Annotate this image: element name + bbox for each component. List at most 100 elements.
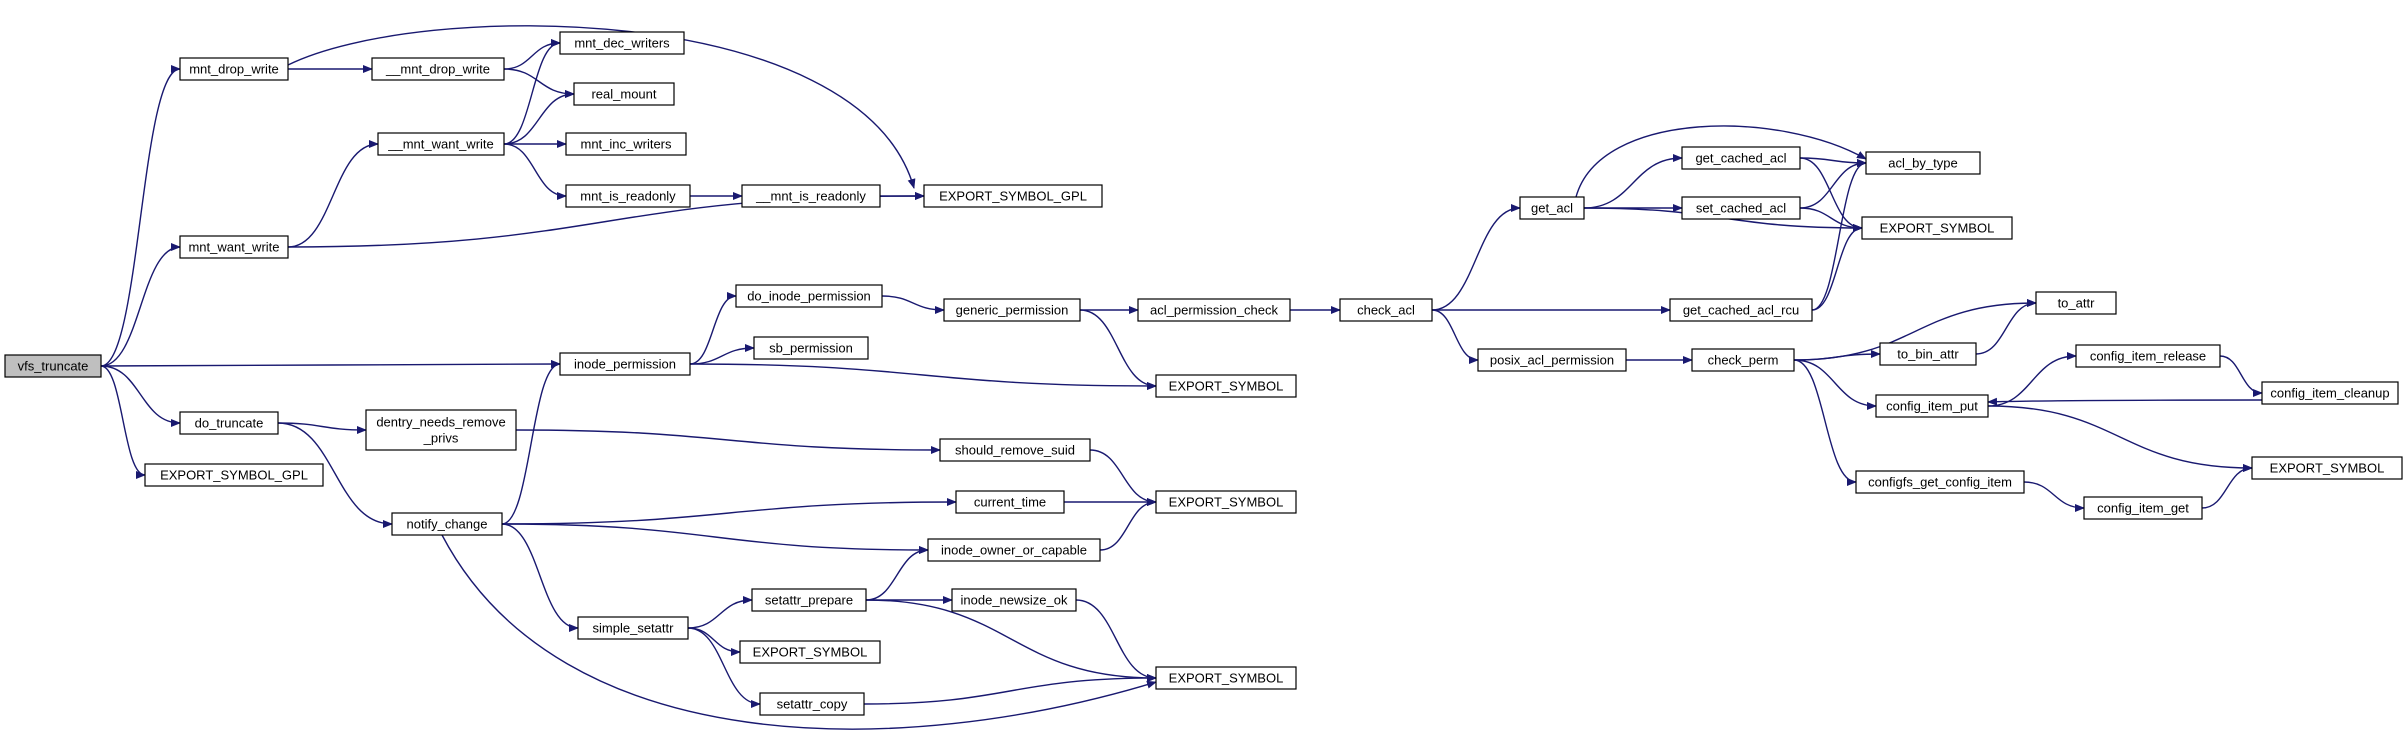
node-generic-permission[interactable]: generic_permission: [943, 298, 1081, 322]
node-inode-permission-box: [559, 352, 691, 376]
node-get-cached-acl-rcu[interactable]: get_cached_acl_rcu: [1669, 298, 1813, 322]
edge-vfs-truncate-to-do-truncate: [100, 365, 181, 427]
node-export-symbol-bottom[interactable]: EXPORT_SYMBOL: [1155, 666, 1297, 690]
node-inode-newsize-ok-label: inode_newsize_ok: [961, 593, 1068, 608]
node-should-remove-suid-label: should_remove_suid: [955, 443, 1075, 458]
edge-__mnt-want-write-to-real-mount: [503, 90, 575, 145]
node-inode-permission[interactable]: inode_permission: [559, 352, 691, 376]
node-set-cached-acl[interactable]: set_cached_acl: [1681, 196, 1801, 220]
node-posix-acl-permission-label: posix_acl_permission: [1490, 353, 1614, 368]
edge-get-cached-acl-rcu-to-acl-by-type: [1811, 159, 1867, 311]
node-mnt-dec-writers[interactable]: mnt_dec_writers: [559, 31, 685, 55]
edge-do-truncate-to-notify-change: [277, 422, 393, 528]
node-mnt-inc-writers-box: [565, 132, 687, 156]
node-vfs-truncate[interactable]: vfs_truncate: [4, 354, 102, 378]
node-mnt-is-readonly[interactable]: mnt_is_readonly: [565, 184, 691, 208]
node-export-symbol-mid1-label: EXPORT_SYMBOL: [1169, 379, 1284, 394]
node-export-symbol-mid1[interactable]: EXPORT_SYMBOL: [1155, 374, 1297, 398]
node-dentry-needs-remove-privs-box: [365, 409, 517, 451]
node-acl-permission-check-label: acl_permission_check: [1150, 303, 1278, 318]
node-config-item-release[interactable]: config_item_release: [2075, 344, 2221, 368]
node-config-item-put[interactable]: config_item_put: [1875, 394, 1989, 418]
edge-get-acl-to-acl-by-type: [1575, 125, 1867, 198]
edge-simple-setattr-to-setattr-prepare: [687, 596, 753, 629]
node-to-bin-attr[interactable]: to_bin_attr: [1879, 342, 1977, 366]
edge-notify-change-to-inode-owner-or-capable: [501, 523, 929, 554]
node-dentry-needs-remove-privs[interactable]: dentry_needs_remove_privs: [365, 409, 517, 451]
node-config-item-cleanup-box: [2261, 381, 2399, 405]
node-acl-permission-check-box: [1137, 298, 1291, 322]
edge-do-inode-permission-to-generic-permission: [881, 295, 945, 314]
node-export-symbol-config[interactable]: EXPORT_SYMBOL: [2251, 456, 2403, 480]
node-__mnt-is-readonly-label: __mnt_is_readonly: [755, 189, 866, 204]
edge-__mnt-want-write-to-mnt-is-readonly: [503, 143, 567, 200]
node-inode-owner-or-capable-box: [927, 538, 1101, 562]
node-set-cached-acl-box: [1681, 196, 1801, 220]
node-notify-change[interactable]: notify_change: [391, 512, 503, 536]
node-setattr-prepare[interactable]: setattr_prepare: [751, 588, 867, 612]
edge-do-truncate-to-dentry-needs-remove-privs: [277, 422, 367, 434]
node-mnt-inc-writers[interactable]: mnt_inc_writers: [565, 132, 687, 156]
node-inode-owner-or-capable[interactable]: inode_owner_or_capable: [927, 538, 1101, 562]
node-__mnt-want-write-box: [377, 132, 505, 156]
node-notify-change-label: notify_change: [407, 517, 488, 532]
node-setattr-copy[interactable]: setattr_copy: [759, 692, 865, 716]
node-__mnt-is-readonly[interactable]: __mnt_is_readonly: [741, 184, 881, 208]
edge-check-perm-to-to-bin-attr: [1793, 350, 1881, 361]
node-sb-permission[interactable]: sb_permission: [753, 336, 869, 360]
edge-inode-newsize-ok-to-export-symbol-bottom: [1075, 599, 1157, 682]
node-export-symbol-gpl-bottom[interactable]: EXPORT_SYMBOL_GPL: [144, 463, 324, 487]
node-dentry-needs-remove-privs-label: dentry_needs_remove_privs: [376, 415, 505, 446]
edge-inode-permission-to-export-symbol-mid1: [689, 363, 1157, 390]
node-do-truncate-label: do_truncate: [195, 416, 264, 431]
node-mnt-drop-write[interactable]: mnt_drop_write: [179, 57, 289, 81]
edge-simple-setattr-to-setattr-copy: [687, 627, 761, 708]
node-real-mount[interactable]: real_mount: [573, 82, 675, 106]
node-get-acl[interactable]: get_acl: [1519, 196, 1585, 220]
node-do-truncate[interactable]: do_truncate: [179, 411, 279, 435]
node-__mnt-want-write[interactable]: __mnt_want_write: [377, 132, 505, 156]
node-configfs-get-config-item-box: [1855, 470, 2025, 494]
node-vfs-truncate-box: [4, 354, 102, 378]
node-check-perm-box: [1691, 348, 1795, 372]
node-posix-acl-permission[interactable]: posix_acl_permission: [1477, 348, 1627, 372]
node-current-time[interactable]: current_time: [955, 490, 1065, 514]
node-set-cached-acl-label: set_cached_acl: [1696, 201, 1786, 216]
node-acl-permission-check[interactable]: acl_permission_check: [1137, 298, 1291, 322]
node-simple-setattr-label: simple_setattr: [593, 621, 675, 636]
node-__mnt-drop-write-box: [371, 57, 505, 81]
node-get-cached-acl[interactable]: get_cached_acl: [1681, 146, 1801, 170]
node-config-item-cleanup[interactable]: config_item_cleanup: [2261, 381, 2399, 405]
node-export-symbol-mid2[interactable]: EXPORT_SYMBOL: [1155, 490, 1297, 514]
node-setattr-prepare-label: setattr_prepare: [765, 593, 853, 608]
node-check-acl[interactable]: check_acl: [1339, 298, 1433, 322]
node-do-inode-permission-label: do_inode_permission: [747, 289, 871, 304]
node-do-truncate-box: [179, 411, 279, 435]
node-export-symbol-acl[interactable]: EXPORT_SYMBOL: [1861, 216, 2013, 240]
node-sb-permission-box: [753, 336, 869, 360]
edge-get-acl-to-get-cached-acl: [1583, 154, 1683, 209]
node-export-symbol-mid2-label: EXPORT_SYMBOL: [1169, 495, 1284, 510]
node-__mnt-drop-write[interactable]: __mnt_drop_write: [371, 57, 505, 81]
edge-check-acl-to-posix-acl-permission: [1431, 309, 1479, 364]
node-config-item-get[interactable]: config_item_get: [2083, 496, 2203, 520]
node-simple-setattr[interactable]: simple_setattr: [577, 616, 689, 640]
node-export-symbol-small[interactable]: EXPORT_SYMBOL: [739, 640, 881, 664]
node-mnt-want-write[interactable]: mnt_want_write: [179, 235, 289, 259]
node-current-time-box: [955, 490, 1065, 514]
edge-inode-permission-to-do-inode-permission: [689, 292, 737, 365]
node-export-symbol-small-box: [739, 640, 881, 664]
node-export-symbol-gpl-top[interactable]: EXPORT_SYMBOL_GPL: [923, 184, 1103, 208]
node-to-attr[interactable]: to_attr: [2035, 291, 2117, 315]
node-configfs-get-config-item[interactable]: configfs_get_config_item: [1855, 470, 2025, 494]
edge-notify-change-to-current-time: [501, 498, 957, 525]
node-acl-by-type[interactable]: acl_by_type: [1865, 151, 1981, 175]
node-check-perm[interactable]: check_perm: [1691, 348, 1795, 372]
edge-vfs-truncate-to-mnt-want-write: [100, 243, 181, 367]
node-vfs-truncate-label: vfs_truncate: [18, 359, 89, 374]
node-inode-newsize-ok[interactable]: inode_newsize_ok: [951, 588, 1077, 612]
node-do-inode-permission[interactable]: do_inode_permission: [735, 284, 883, 308]
edge-check-perm-to-config-item-put: [1793, 359, 1877, 410]
node-should-remove-suid[interactable]: should_remove_suid: [939, 438, 1091, 462]
